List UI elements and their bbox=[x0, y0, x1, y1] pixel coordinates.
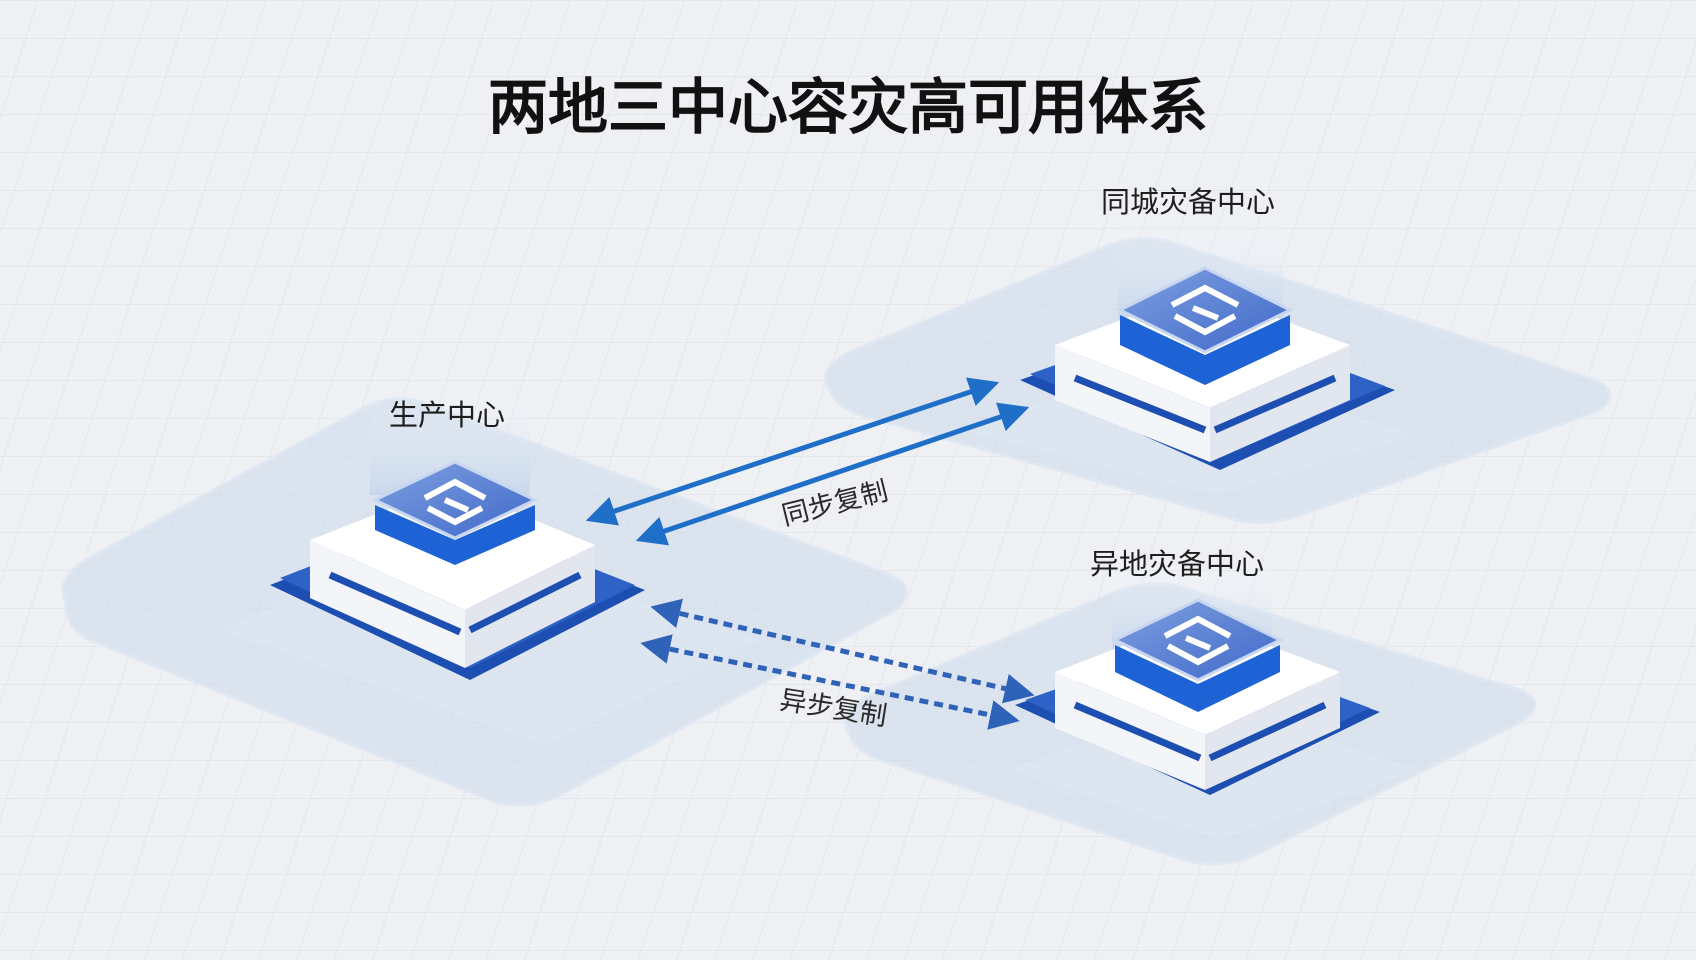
production-box-stripe bbox=[328, 571, 462, 636]
remote-box-stripe-2 bbox=[1208, 701, 1327, 762]
production-module-top bbox=[371, 460, 539, 540]
production-box-stripe-2 bbox=[468, 571, 582, 634]
same-city-logo-icon bbox=[1170, 284, 1240, 336]
diagram-title: 两地三中心容灾高可用体系 bbox=[488, 73, 1208, 143]
production-module-side bbox=[375, 505, 535, 565]
label-production: 生产中心 bbox=[389, 398, 505, 432]
edge-sync-replication[interactable] bbox=[585, 377, 1030, 546]
remote-logo-icon bbox=[1163, 615, 1232, 666]
sync-arrow-return bbox=[635, 402, 1030, 546]
label-remote: 异地灾备中心 bbox=[1090, 547, 1264, 581]
node-production[interactable] bbox=[61, 385, 908, 807]
production-box-right bbox=[465, 545, 595, 668]
production-logo-icon bbox=[423, 478, 487, 526]
same-city-box-stripe-2 bbox=[1213, 374, 1337, 434]
remote-box-stripe bbox=[1073, 701, 1202, 762]
edge-async-replication[interactable] bbox=[640, 598, 1035, 730]
same-city-box-stripe bbox=[1073, 374, 1207, 434]
remote-module-side bbox=[1115, 645, 1280, 712]
same-city-module-side bbox=[1120, 315, 1290, 385]
label-same-city: 同城灾备中心 bbox=[1101, 185, 1275, 219]
